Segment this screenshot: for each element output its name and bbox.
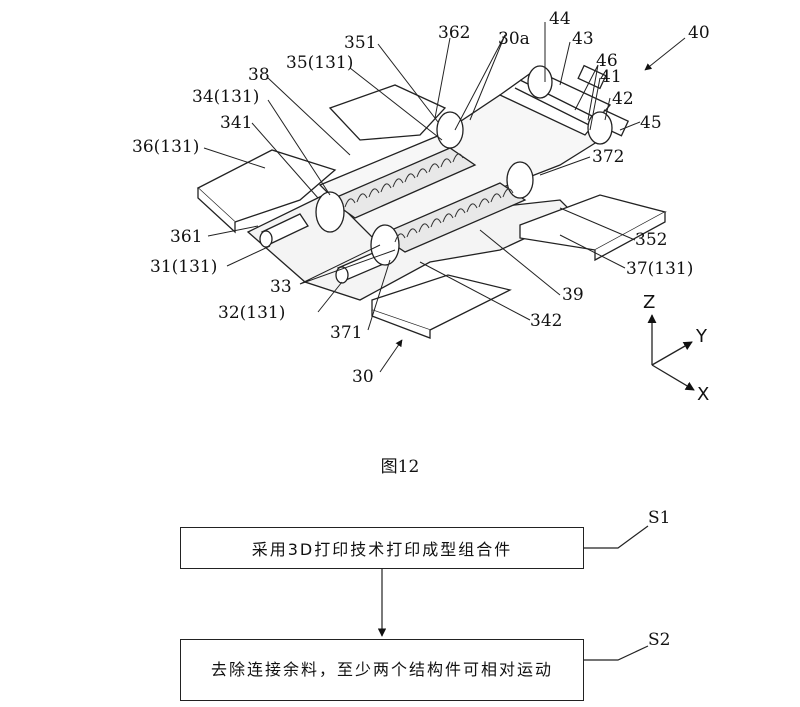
axis-x-label: X (697, 384, 709, 405)
label-34: 34(131) (192, 87, 259, 107)
label-371: 371 (330, 323, 362, 343)
label-30: 30 (352, 367, 374, 387)
leader-lines (203, 22, 686, 373)
step-box-s1: 采用3D打印技术打印成型组合件 (180, 527, 584, 569)
figure-caption: 图12 (380, 457, 420, 477)
step-label-s1: S1 (648, 508, 671, 528)
step-text-s2: 去除连接余料，至少两个结构件可相对运动 (210, 660, 553, 679)
axis-z-label: Z (643, 292, 655, 313)
label-362: 362 (438, 23, 470, 43)
label-41: 41 (600, 67, 622, 87)
label-31: 31(131) (150, 257, 217, 277)
label-39: 39 (562, 285, 584, 305)
label-372: 372 (592, 147, 624, 167)
axis-y-label: Y (695, 326, 708, 347)
label-38: 38 (248, 65, 270, 85)
label-35: 35(131) (286, 53, 353, 73)
label-32: 32(131) (218, 303, 285, 323)
step-box-s2: 去除连接余料，至少两个结构件可相对运动 (180, 639, 584, 701)
label-40: 40 (688, 23, 710, 43)
hinge-assembly-drawing (196, 64, 667, 339)
step-text-s1: 采用3D打印技术打印成型组合件 (251, 540, 513, 559)
label-342: 342 (530, 311, 562, 331)
label-352: 352 (635, 230, 667, 250)
label-37: 37(131) (626, 259, 693, 279)
label-33: 33 (270, 277, 292, 297)
label-351: 351 (344, 33, 376, 53)
coordinate-axes (647, 314, 695, 391)
label-341: 341 (220, 113, 252, 133)
label-45: 45 (640, 113, 662, 133)
spring-coils (344, 153, 514, 243)
label-44: 44 (549, 9, 571, 29)
label-42: 42 (612, 89, 634, 109)
step-label-s2: S2 (648, 630, 671, 650)
flowchart-connectors (377, 525, 649, 661)
part-labels: 40 44 43 30a 362 351 35(131) 46 41 38 34… (132, 9, 710, 387)
label-36: 36(131) (132, 137, 199, 157)
label-43: 43 (572, 29, 594, 49)
label-361: 361 (170, 227, 202, 247)
label-30a: 30a (498, 29, 530, 49)
label-46: 46 (596, 51, 618, 71)
